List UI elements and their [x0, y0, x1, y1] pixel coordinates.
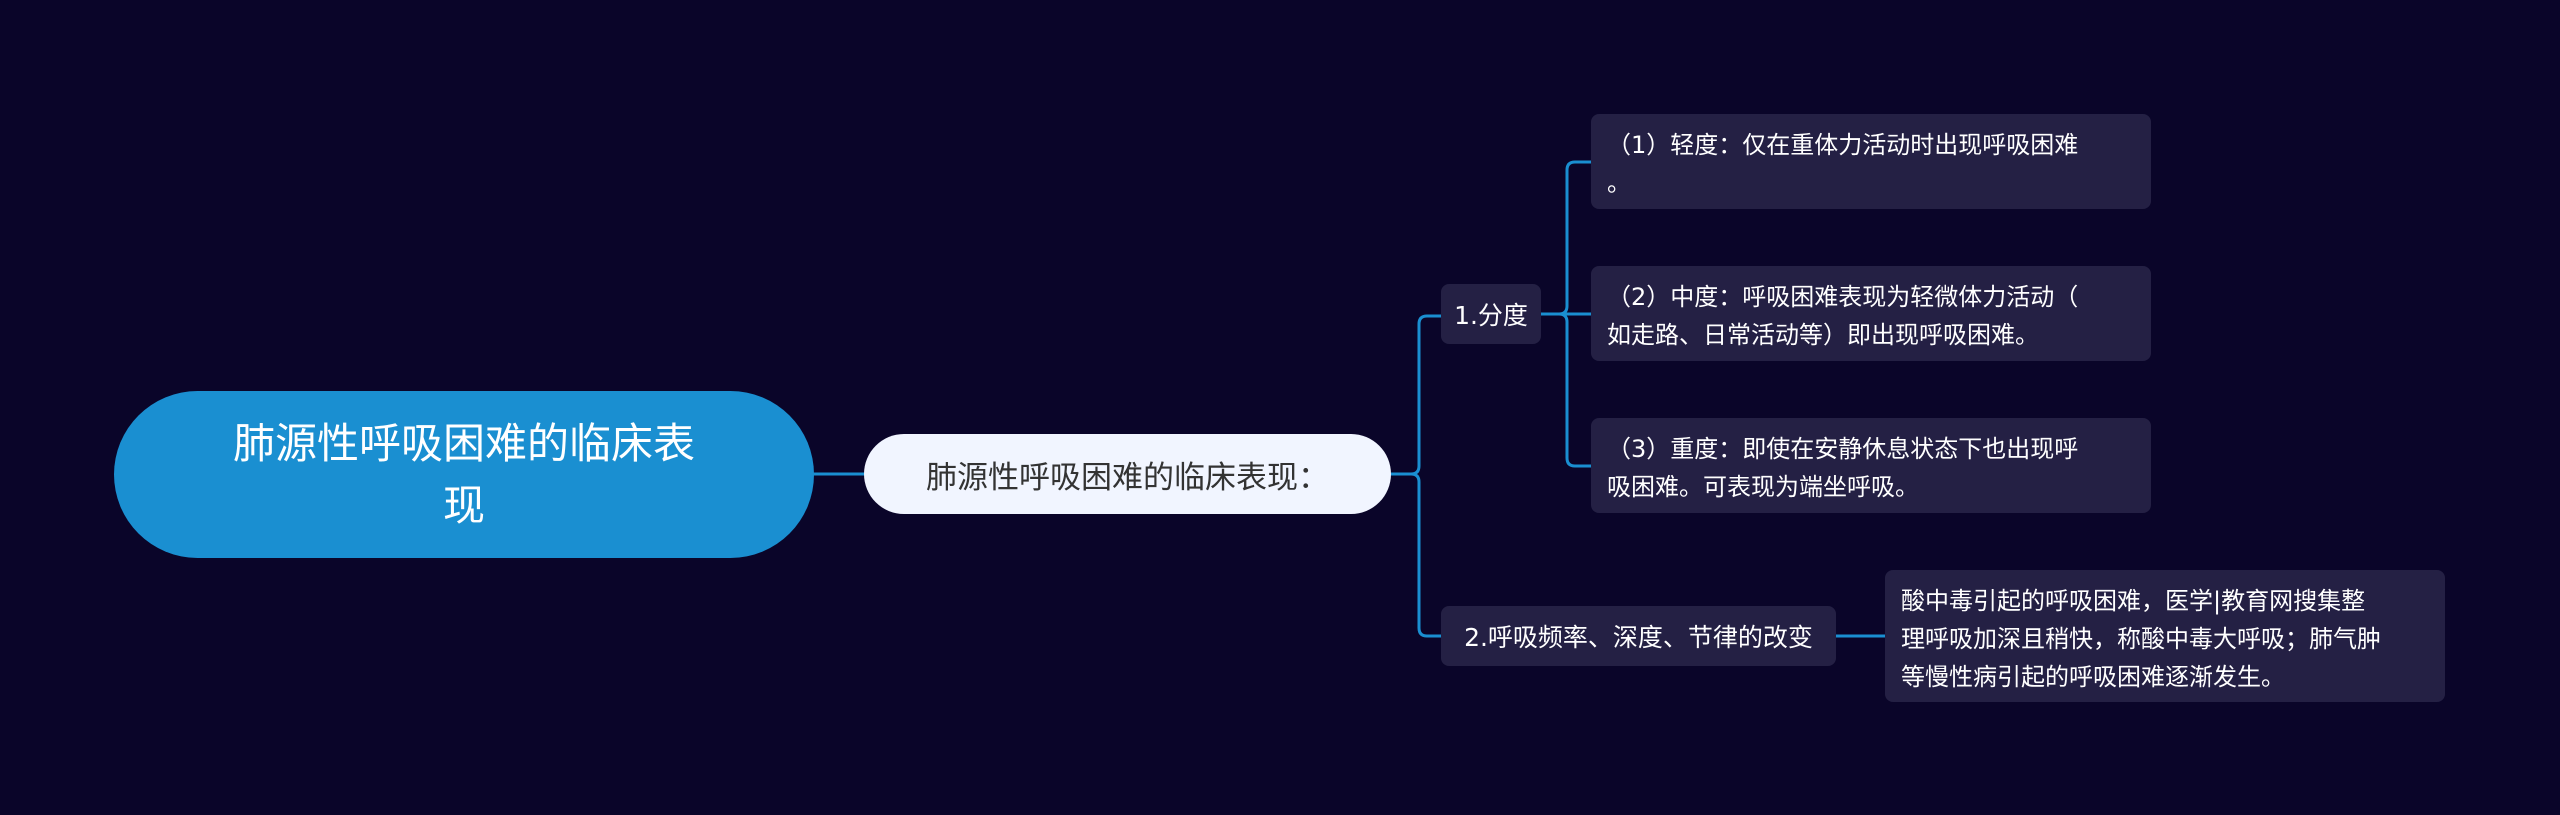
topic-node[interactable]: 肺源性呼吸困难的临床表现：: [864, 434, 1391, 514]
branch-node-grading[interactable]: 1.分度: [1441, 284, 1541, 344]
leaf-node-moderate[interactable]: （2）中度：呼吸困难表现为轻微体力活动（ 如走路、日常活动等）即出现呼吸困难。: [1591, 266, 2151, 361]
root-node-label: 肺源性呼吸困难的临床表现: [232, 418, 695, 530]
leaf-node-mild-line-2: 。: [1607, 169, 1631, 197]
leaf-node-mild-line-1: （1）轻度：仅在重体力活动时出现呼吸困难: [1607, 131, 2079, 159]
root-node[interactable]: 肺源性呼吸困难的临床表现: [114, 391, 814, 558]
leaf-node-acidosis-line-3: 等慢性病引起的呼吸困难逐渐发生。: [1901, 663, 2285, 691]
leaf-node-severe-line-2: 吸困难。可表现为端坐呼吸。: [1607, 473, 1919, 501]
leaf-node-acidosis[interactable]: 酸中毒引起的呼吸困难，医学|教育网搜集整 理呼吸加深且稍快，称酸中毒大呼吸；肺气…: [1885, 570, 2445, 702]
branch-node-grading-label: 1.分度: [1454, 301, 1528, 330]
leaf-node-acidosis-line-1: 酸中毒引起的呼吸困难，医学|教育网搜集整: [1901, 587, 2366, 615]
connector-branch1-leaf-1: [1539, 160, 1593, 316]
leaf-node-moderate-line-2: 如走路、日常活动等）即出现呼吸困难。: [1607, 321, 2039, 349]
leaf-node-mild[interactable]: （1）轻度：仅在重体力活动时出现呼吸困难 。: [1591, 114, 2151, 209]
leaf-node-severe[interactable]: （3）重度：即使在安静休息状态下也出现呼 吸困难。可表现为端坐呼吸。: [1591, 418, 2151, 513]
connector-topic-branch-1: [1389, 314, 1443, 476]
branch-node-breathing-change-label: 2.呼吸频率、深度、节律的改变: [1464, 623, 1813, 652]
topic-node-label: 肺源性呼吸困难的临床表现：: [926, 459, 1329, 496]
leaf-node-severe-line-1: （3）重度：即使在安静休息状态下也出现呼: [1607, 435, 2079, 463]
leaf-node-moderate-line-1: （2）中度：呼吸困难表现为轻微体力活动（: [1607, 283, 2079, 311]
branch-node-breathing-change[interactable]: 2.呼吸频率、深度、节律的改变: [1441, 606, 1836, 666]
connector-topic-branch-2: [1409, 472, 1443, 638]
connector-branch1-leaf-3: [1557, 312, 1593, 468]
leaf-node-acidosis-line-2: 理呼吸加深且稍快，称酸中毒大呼吸；肺气肿: [1901, 625, 2381, 653]
